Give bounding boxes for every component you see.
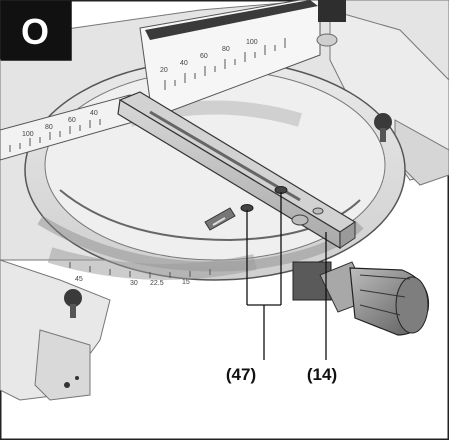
left-scale-label: 80 (45, 124, 53, 131)
table-scale-label: 22.5 (150, 280, 164, 287)
fence-scale-label: 60 (200, 53, 208, 60)
base-clamp-knob-right (374, 113, 392, 142)
left-scale-label: 100 (22, 131, 34, 138)
figure-letter: O (21, 11, 49, 52)
figure-letter-badge: O (0, 0, 72, 61)
callout-leaders (246, 192, 327, 360)
table-scale-label: 15 (182, 279, 190, 286)
table-angle-scale: 45 30 22.5 15 (69, 262, 211, 287)
mounting-holes (240, 186, 324, 226)
callout-47-label: (47) (226, 365, 256, 384)
rear-fence: 20 40 60 80 100 (139, 0, 346, 116)
left-scale-label: 60 (68, 117, 76, 124)
fence-scale-label: 20 (160, 67, 168, 74)
mounting-hole (291, 214, 309, 226)
table-scale-label: 45 (75, 276, 83, 283)
base-clamp-knob-left (64, 289, 82, 318)
lock-knob (292, 261, 430, 336)
callout-14-label: (14) (307, 365, 337, 384)
table-scale-label: 30 (130, 280, 138, 287)
mounting-hole (312, 207, 324, 215)
fence-scale-label: 40 (180, 60, 188, 67)
fence-scale-label: 100 (246, 39, 258, 46)
left-scale-label: 40 (90, 110, 98, 117)
fence-scale-label: 80 (222, 46, 230, 53)
